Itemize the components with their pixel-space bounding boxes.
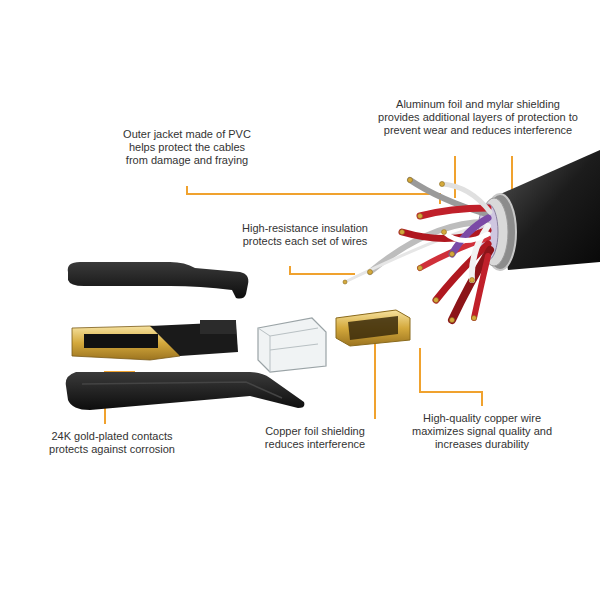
- wire-tips: [343, 178, 477, 323]
- callout-label: Aluminum foil and mylar shielding provid…: [378, 98, 578, 137]
- callout-label: High-resistance insulation protects each…: [235, 222, 375, 248]
- leader-line: [187, 186, 440, 204]
- clear-housing: [258, 318, 326, 372]
- bottom-jacket-shell: [66, 372, 305, 410]
- leader-line: [374, 342, 376, 419]
- leader-line: [290, 266, 355, 274]
- connector-plug: [72, 320, 238, 360]
- wire-bundle: [345, 180, 490, 320]
- shell-edge: [82, 382, 282, 398]
- top-jacket-shell: [68, 262, 249, 299]
- callout-label: High-quality copper wire maximizes signa…: [407, 412, 557, 451]
- leader-line: [420, 348, 482, 406]
- callout-label: 24K gold-plated contacts protects agains…: [37, 430, 187, 456]
- callout-label: Outer jacket made of PVC helps protect t…: [117, 128, 257, 167]
- copper-foil-shield: [336, 310, 410, 346]
- cable-body: [478, 150, 600, 270]
- callout-label: Copper foil shielding reduces interferen…: [245, 425, 385, 451]
